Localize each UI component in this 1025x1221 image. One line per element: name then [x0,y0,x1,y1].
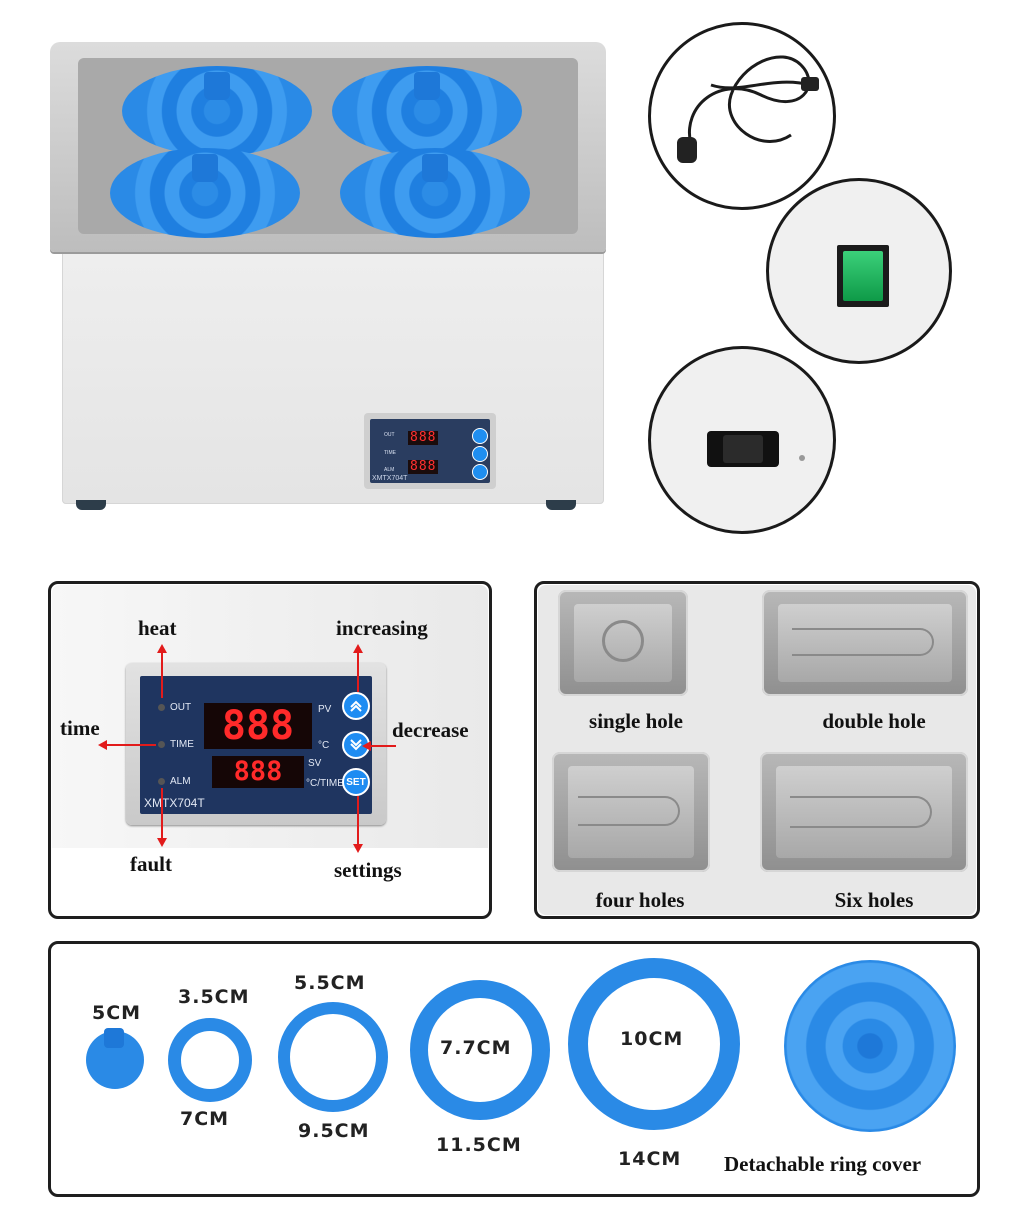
annotation-time: time [60,716,100,740]
product-photo: OUT TIME ALM 888 888 XMTX704T [0,0,640,520]
heat-arrow-icon [157,644,167,653]
ring-label: 14CM [618,1148,682,1170]
heater-disc-icon [602,620,644,662]
alm-led [158,778,165,785]
ring-label: 3.5CM [178,986,250,1008]
increase-button [342,692,370,720]
time-arrow-icon [98,740,107,750]
lid-knob [204,72,230,100]
heat-pointer-line [161,652,163,698]
ring-7cm [168,1018,252,1102]
mini-pv-display: 888 [408,430,439,445]
settings-pointer-line [357,796,359,846]
mini-model-label: XMTX704T [372,475,408,482]
ring-label: 9.5CM [298,1120,370,1142]
set-button: SET [342,768,370,796]
foot [546,500,576,510]
ring-11-5cm [410,980,550,1120]
power-cord-detail [648,22,836,210]
rings-section [48,941,980,1197]
model-label: XMTX704T [144,796,205,810]
heating-coil-icon [792,628,934,656]
label-ctime: °C/TIME [306,778,344,789]
label-out: OUT [170,702,192,713]
ring-label: 5.5CM [294,972,366,994]
ring-label: 7.7CM [440,1037,512,1059]
power-cord-icon [677,55,819,163]
ring-label: 10CM [620,1028,684,1050]
decrease-arrow-icon [362,741,371,751]
annotation-increasing: increasing [336,616,428,640]
foot [76,500,106,510]
switch-rocker-icon [843,251,883,301]
label-sv: SV [308,758,322,769]
time-led [158,741,165,748]
mini-sv-display: 888 [408,459,439,474]
decrease-pointer-line [370,745,396,747]
increasing-arrow-icon [353,644,363,653]
tank-label-six: Six holes [834,888,914,912]
chevron-down-icon [350,739,362,751]
lid-knob [192,154,218,182]
ring-cover [784,960,956,1132]
label-time: TIME [170,739,194,750]
annotation-heat: heat [138,616,177,640]
chevron-up-icon [350,700,362,712]
ring-9-5cm [278,1002,388,1112]
mini-down-button [472,446,488,462]
annotation-fault: fault [130,852,172,876]
increasing-pointer-line [357,652,359,692]
annotation-settings: settings [334,858,402,882]
pv-display: 888 [204,703,312,749]
out-led [158,704,165,711]
fault-pointer-line [161,788,163,840]
mini-up-button [472,428,488,444]
ring-label: 11.5CM [436,1134,522,1156]
power-switch-detail [766,178,952,364]
label-alm: ALM [170,776,191,787]
socket-icon [723,435,763,463]
settings-arrow-icon [353,844,363,853]
power-socket-detail [648,346,836,534]
cap-knob-icon [104,1028,124,1048]
fault-arrow-icon [157,838,167,847]
mini-label-alm: ALM [384,467,395,473]
tank-label-single: single hole [589,709,683,733]
sv-display: 888 [212,756,304,788]
annotation-decrease: decrease [392,718,469,742]
time-pointer-line [106,744,156,746]
ring-label: 7CM [180,1108,230,1130]
ring-cover-label: Detachable ring cover [724,1152,922,1176]
label-pv: PV [318,704,332,715]
white-band [52,848,488,915]
lid-knob [422,154,448,182]
screw-icon [799,455,805,461]
ring-label: 5CM [92,1002,142,1024]
mini-label-out: OUT [384,432,395,438]
mini-label-time: TIME [384,450,396,456]
tank-label-four: four holes [595,888,685,912]
tank-types-section [534,581,980,919]
control-panel-section [48,581,492,919]
heating-coil-icon [578,796,680,826]
lid-knob [414,72,440,100]
tank-label-double: double hole [822,709,926,733]
label-celsius: °C [318,740,330,751]
heating-coil-icon [790,796,932,828]
mini-set-button [472,464,488,480]
